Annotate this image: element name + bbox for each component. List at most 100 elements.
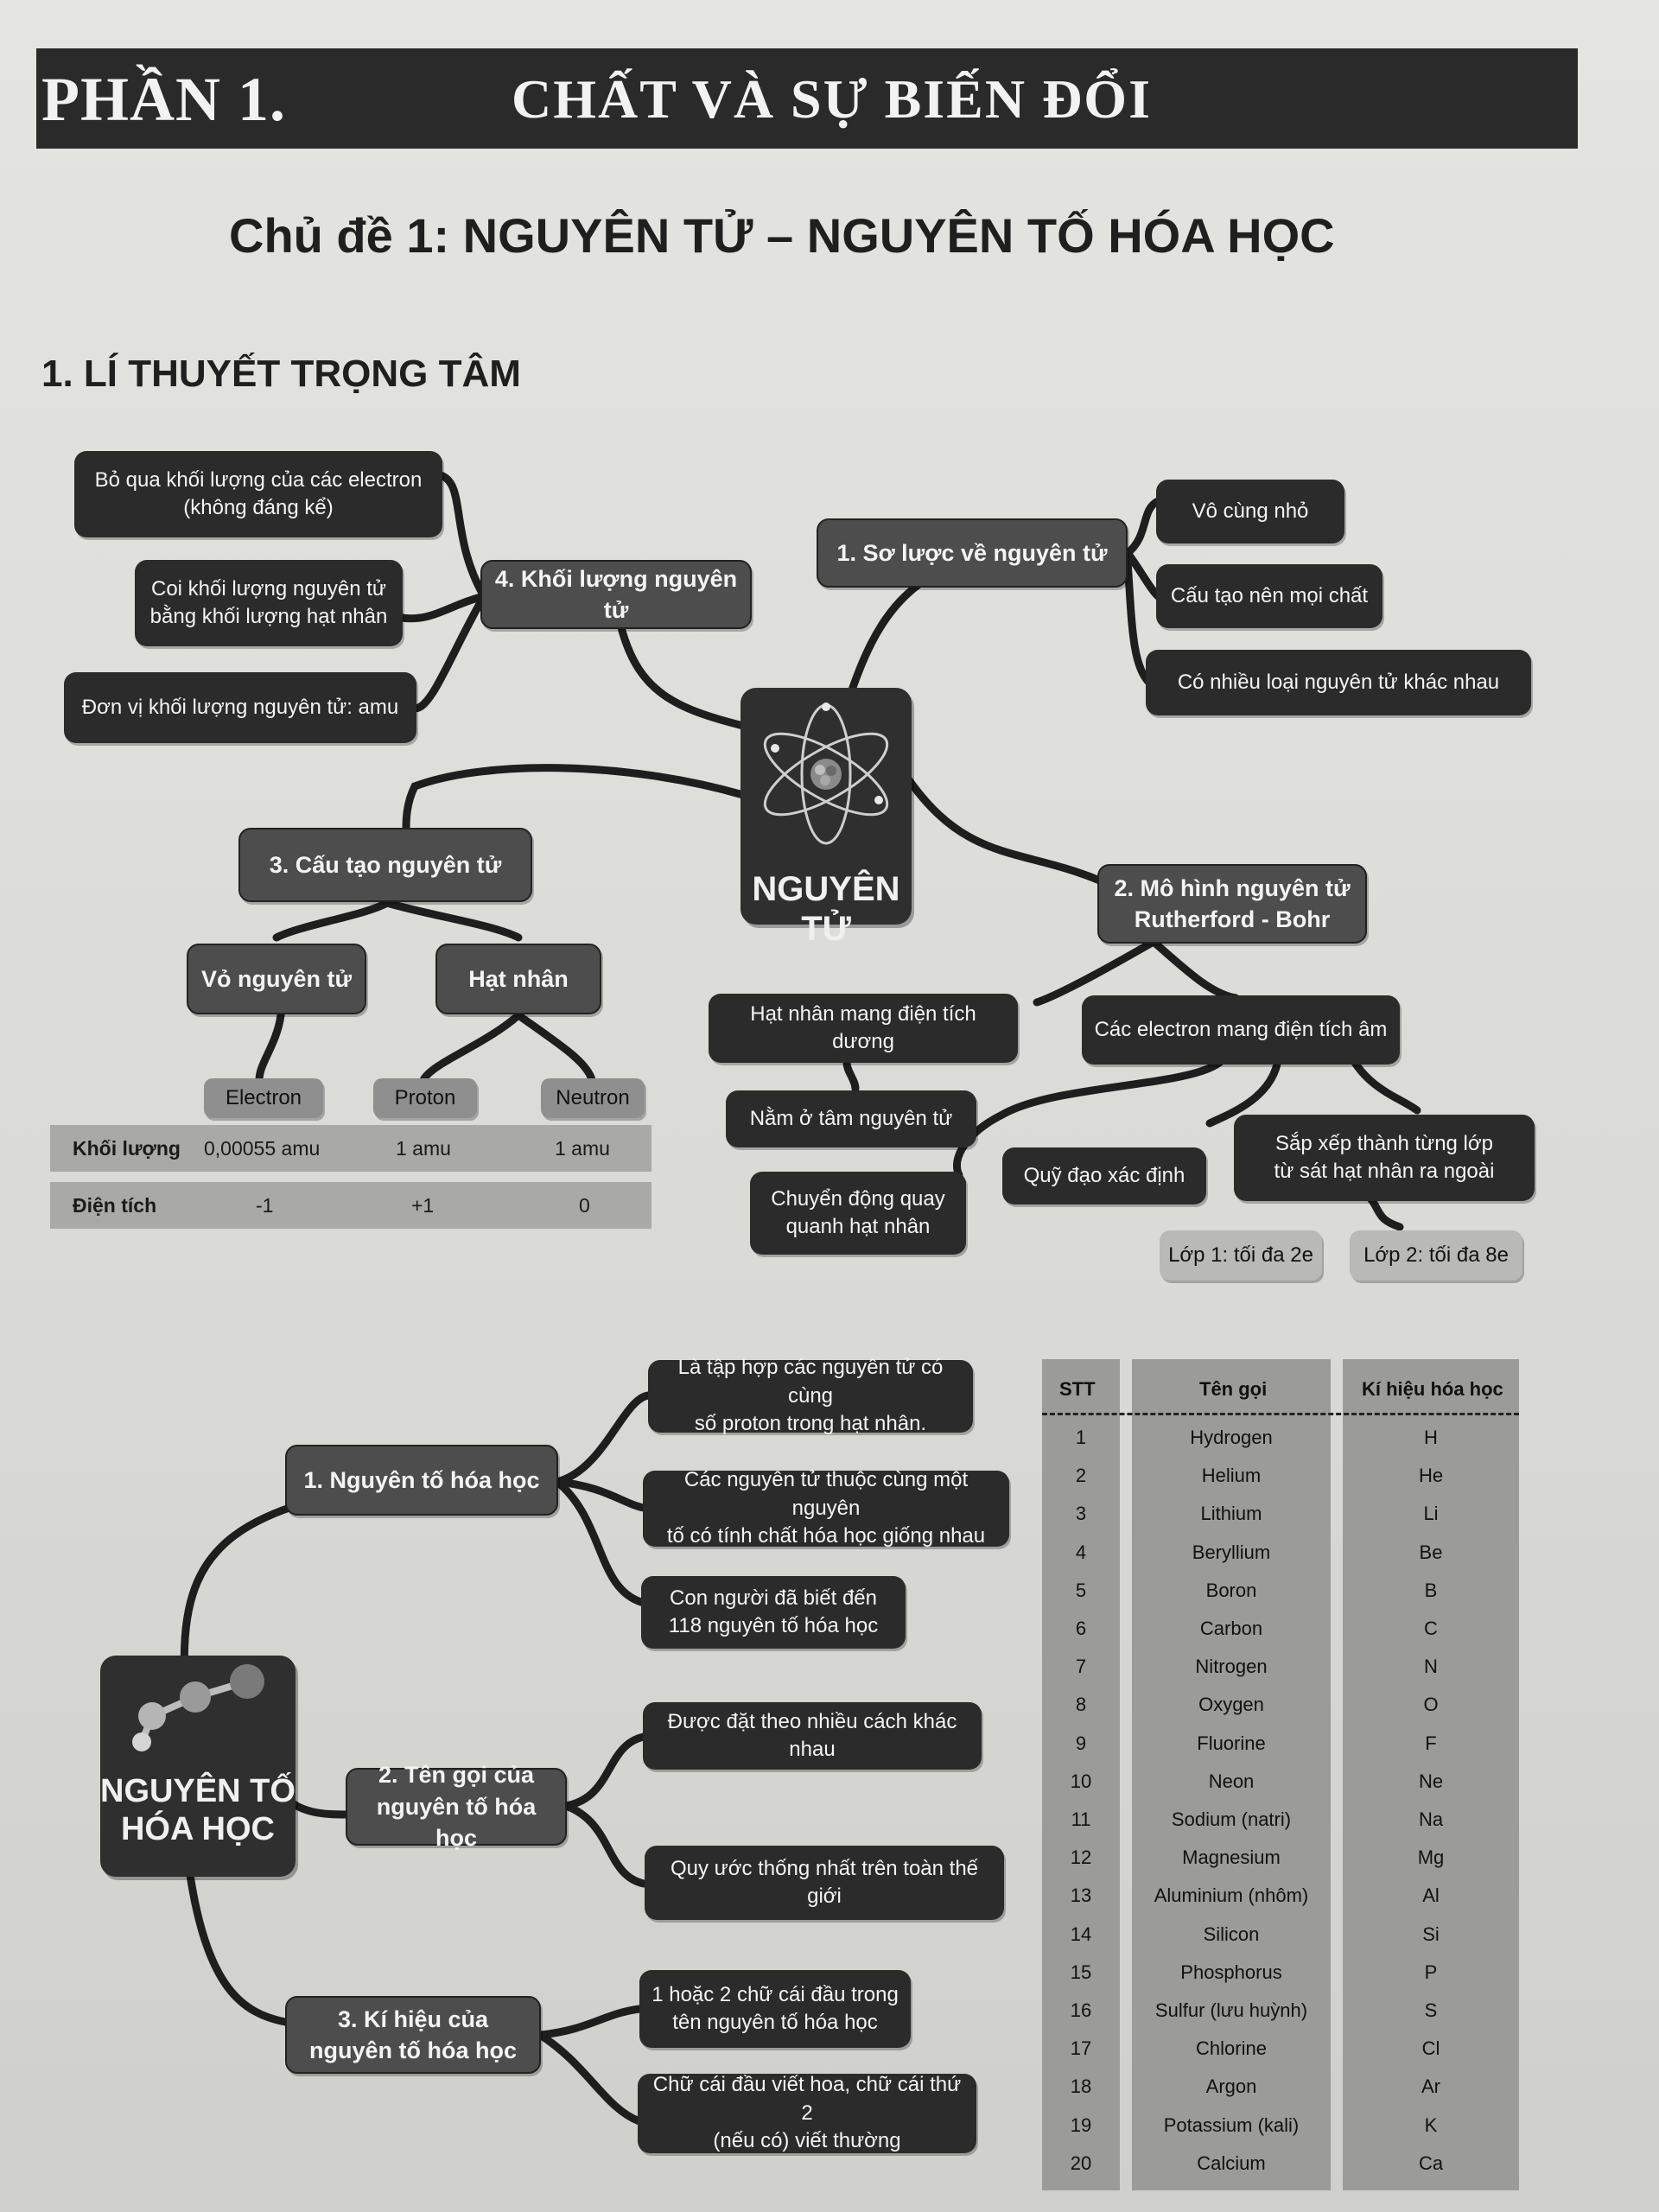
element-stt: 18 [1070, 2075, 1092, 2098]
element-branch-1: 1. Nguyên tố hóa học [285, 1445, 558, 1516]
element-symbol: Si [1422, 1923, 1440, 1945]
element-b2-item-1: Được đặt theo nhiều cách khác nhau [643, 1702, 982, 1770]
element-stt: 16 [1070, 1999, 1092, 2021]
part-banner: PHẦN 1. CHẤT VÀ SỰ BIẾN ĐỔI [36, 48, 1578, 149]
row-label: Khối lượng [73, 1137, 181, 1160]
element-symbol: Mg [1417, 1847, 1445, 1869]
element-symbol: O [1423, 1694, 1439, 1716]
element-symbol: Ne [1418, 1770, 1444, 1792]
element-row: 1 Hydrogen H [1042, 1421, 1519, 1459]
element-row: 9 Fluorine F [1042, 1727, 1519, 1765]
element-name: Nitrogen [1195, 1656, 1268, 1678]
element-branch-3: 3. Kí hiệu của nguyên tố hóa học [285, 1996, 541, 2074]
element-name: Aluminium (nhôm) [1154, 1885, 1309, 1907]
element-row: 10 Neon Ne [1042, 1765, 1519, 1803]
element-stt: 10 [1070, 1770, 1092, 1792]
element-name: Beryllium [1192, 1541, 1271, 1563]
atom-branch-1: 1. Sơ lược về nguyên tử [817, 518, 1128, 588]
header-divider [1042, 1413, 1519, 1415]
particle-electron: Electron [204, 1078, 323, 1118]
element-name: Hydrogen [1190, 1427, 1273, 1448]
atom-b2-nucleus: Hạt nhân mang điện tích dương [709, 994, 1018, 1063]
element-row: 20 Calcium Ca [1042, 2147, 1519, 2185]
element-name: Neon [1208, 1770, 1255, 1792]
particle-property-table: Khối lượng 0,00055 amu 1 amu 1 amu Điện … [50, 1125, 652, 1229]
element-stt: 20 [1070, 2152, 1092, 2174]
header-symbol: Kí hiệu hóa học [1362, 1378, 1503, 1400]
element-name: Fluorine [1197, 1732, 1266, 1754]
element-name: Oxygen [1198, 1694, 1264, 1716]
atom-branch-4: 4. Khối lượng nguyên tử [480, 560, 752, 629]
atom-b2-electron-item-3: Sắp xếp thành từng lớp từ sát hạt nhân r… [1234, 1115, 1535, 1201]
header-stt: STT [1059, 1378, 1096, 1400]
element-stt: 1 [1075, 1427, 1087, 1448]
atom-b4-item-2: Coi khối lượng nguyên tử bằng khối lượng… [135, 560, 403, 646]
atom-b2-electrons: Các electron mang điện tích âm [1082, 995, 1400, 1065]
element-symbol: Ca [1418, 2152, 1444, 2174]
element-b2-item-2: Quy ước thống nhất trên toàn thế giới [645, 1846, 1004, 1920]
element-symbol: K [1424, 2113, 1438, 2136]
element-symbol: H [1424, 1427, 1438, 1448]
element-stt: 6 [1075, 1618, 1087, 1639]
proton-charge: +1 [411, 1194, 435, 1217]
element-row: 8 Oxygen O [1042, 1688, 1519, 1726]
electron-mass: 0,00055 amu [204, 1137, 321, 1160]
element-stt: 19 [1070, 2113, 1092, 2136]
element-stt: 9 [1075, 1732, 1087, 1754]
element-stt: 14 [1070, 1923, 1092, 1945]
element-b3-item-1: 1 hoặc 2 chữ cái đầu trong tên nguyên tố… [639, 1970, 911, 2048]
element-name: Sulfur (lưu huỳnh) [1154, 1999, 1308, 2021]
col-name-bg [1132, 1359, 1331, 2190]
element-stt: 15 [1070, 1961, 1092, 1983]
element-symbol: B [1424, 1579, 1438, 1601]
atom-b2-layer-1: Lớp 1: tối đa 2e [1160, 1230, 1322, 1281]
element-name: Phosphorus [1180, 1961, 1282, 1983]
col-symbol-bg [1343, 1359, 1519, 2190]
element-stt: 13 [1070, 1885, 1092, 1907]
particle-neutron: Neutron [541, 1078, 645, 1118]
element-stt: 2 [1075, 1465, 1087, 1487]
element-symbol: F [1425, 1732, 1437, 1754]
atom-b1-item-3: Có nhiều loại nguyên tử khác nhau [1146, 650, 1531, 715]
molecule-icon [132, 1664, 264, 1751]
element-name: Magnesium [1182, 1847, 1281, 1869]
atom-b1-item-2: Cấu tạo nên mọi chất [1156, 564, 1382, 628]
neutron-mass: 1 amu [555, 1137, 610, 1160]
atom-icon [763, 702, 889, 845]
element-stt: 7 [1075, 1656, 1087, 1678]
particle-row-charge: Điện tích -1 +1 0 [50, 1182, 652, 1229]
element-b1-item-2: Các nguyên tử thuộc cùng một nguyên tố c… [643, 1468, 1009, 1548]
element-row: 19 Potassium (kali) K [1042, 2109, 1519, 2147]
element-name: Sodium (natri) [1171, 1808, 1292, 1830]
element-branch-2: 2. Tên gọi của nguyên tố hóa học [346, 1762, 567, 1851]
element-stt: 8 [1075, 1694, 1087, 1716]
element-name: Argon [1205, 2075, 1257, 2098]
part-title: CHẤT VÀ SỰ BIẾN ĐỔI [512, 68, 1152, 130]
element-stt: 11 [1071, 1808, 1091, 1830]
element-name: Potassium (kali) [1163, 2113, 1300, 2136]
element-symbol: Cl [1421, 2037, 1440, 2060]
element-symbol: N [1424, 1656, 1438, 1678]
atom-b4-item-3: Đơn vị khối lượng nguyên tử: amu [64, 672, 416, 743]
element-symbol: C [1424, 1618, 1438, 1639]
element-b1-item-3: Con người đã biết đến 118 nguyên tố hóa … [641, 1576, 906, 1649]
topic-title: Chủ đề 1: NGUYÊN TỬ – NGUYÊN TỐ HÓA HỌC [229, 208, 1335, 263]
header-name: Tên gọi [1199, 1378, 1268, 1400]
element-stt: 5 [1075, 1579, 1087, 1601]
neutron-charge: 0 [579, 1194, 590, 1217]
element-name: Calcium [1197, 2152, 1266, 2174]
particle-proton: Proton [373, 1078, 477, 1118]
element-name: Lithium [1200, 1503, 1262, 1525]
section-heading: 1. LÍ THUYẾT TRỌNG TÂM [41, 353, 521, 395]
atom-b3-shell: Vỏ nguyên tử [187, 944, 366, 1014]
